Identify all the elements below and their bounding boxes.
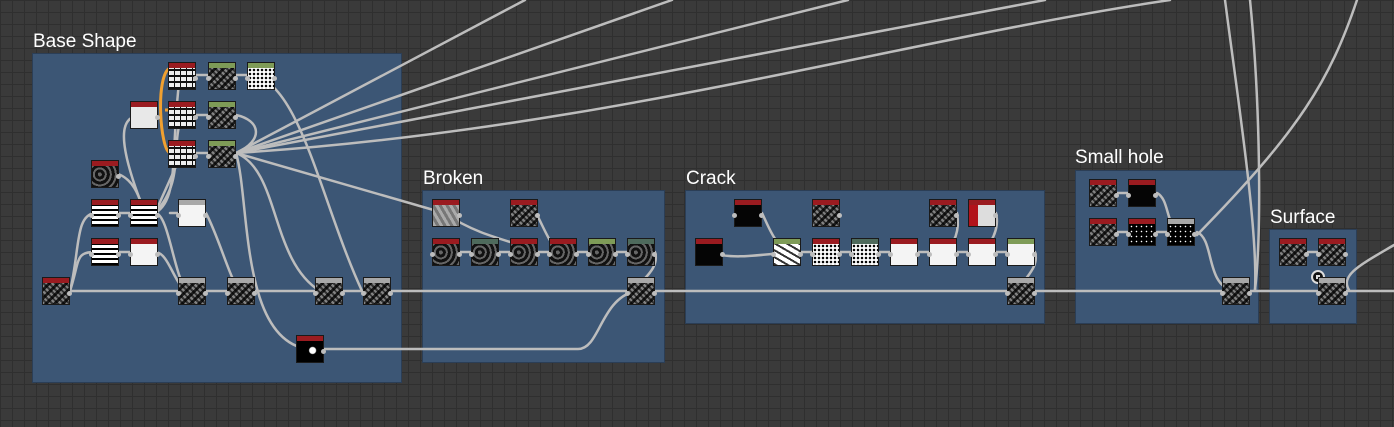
node-crack-input[interactable] (695, 238, 725, 266)
node-broken-dark-2[interactable] (469, 238, 501, 266)
node-base-input[interactable] (42, 277, 72, 305)
node-base-gray-4[interactable] (361, 277, 393, 305)
node-base-levels-1[interactable] (245, 62, 277, 90)
node-crack-dots-2[interactable] (849, 238, 881, 266)
node-base-mask-2[interactable] (128, 238, 160, 266)
node-broken-dark-5[interactable] (586, 238, 618, 266)
node-base-gray-2[interactable] (225, 277, 257, 305)
node-crack-noise-2[interactable] (929, 199, 959, 227)
node-crack-blend-1[interactable] (771, 238, 803, 266)
node-base-dark-noise[interactable] (91, 160, 121, 188)
frame-title-crack: Crack (686, 168, 736, 189)
node-broken-output[interactable] (625, 277, 657, 305)
node-hole-noise-1[interactable] (1089, 179, 1119, 207)
node-base-mask-1[interactable] (128, 199, 160, 227)
node-base-bricks-3[interactable] (168, 140, 198, 168)
frame-title-base-shape: Base Shape (33, 31, 137, 52)
node-base-blend-2[interactable] (206, 101, 238, 129)
node-base-spot[interactable] (296, 335, 326, 363)
frame-broken[interactable] (422, 190, 665, 363)
node-broken-noise-1[interactable] (432, 199, 462, 227)
node-base-blend-3[interactable] (206, 140, 238, 168)
node-surface-noise-2[interactable] (1316, 238, 1348, 266)
node-crack-white-1[interactable] (888, 238, 920, 266)
node-base-bricks-1[interactable] (168, 62, 198, 90)
node-crack-output[interactable] (1005, 277, 1037, 305)
node-crack-white-3[interactable] (966, 238, 998, 266)
node-broken-dark-4[interactable] (547, 238, 579, 266)
node-broken-dark-1[interactable] (430, 238, 462, 266)
frame-title-surface: Surface (1270, 207, 1336, 228)
node-broken-dark-6[interactable] (625, 238, 657, 266)
node-base-checker[interactable] (130, 101, 160, 129)
frame-title-small-hole: Small hole (1075, 147, 1164, 168)
node-base-white-1[interactable] (176, 199, 208, 227)
node-crack-white-2[interactable] (927, 238, 959, 266)
node-base-bricks-2[interactable] (168, 101, 198, 129)
node-hole-black-3[interactable] (1165, 218, 1197, 246)
node-hole-noise-2[interactable] (1089, 218, 1119, 246)
node-crack-noise-1[interactable] (812, 199, 842, 227)
node-base-gray-3[interactable] (313, 277, 345, 305)
node-broken-noise-2[interactable] (510, 199, 540, 227)
node-surface-noise-1[interactable] (1279, 238, 1309, 266)
node-broken-dark-3[interactable] (508, 238, 540, 266)
node-base-gray-1[interactable] (176, 277, 208, 305)
node-base-stripes-1[interactable] (89, 199, 121, 227)
node-crack-black-1[interactable] (732, 199, 764, 227)
node-crack-white-4[interactable] (1005, 238, 1037, 266)
node-surface-output[interactable] (1316, 277, 1348, 305)
node-crack-redmask[interactable] (968, 199, 998, 227)
node-hole-black-1[interactable] (1126, 179, 1158, 207)
node-base-stripes-2[interactable] (89, 238, 121, 266)
node-crack-dots-1[interactable] (810, 238, 842, 266)
node-hole-black-2[interactable] (1126, 218, 1158, 246)
node-base-blend-1[interactable] (206, 62, 238, 90)
frame-title-broken: Broken (423, 168, 484, 189)
node-hole-output[interactable] (1220, 277, 1252, 305)
